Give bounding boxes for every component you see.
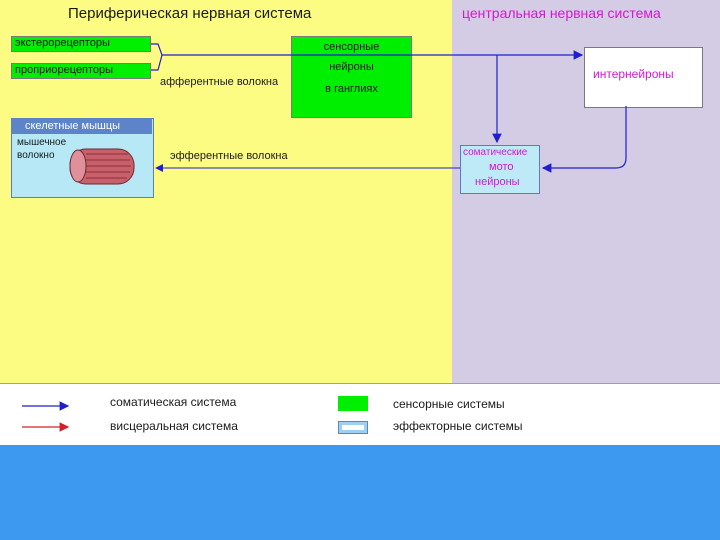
muscle-fiber-icon bbox=[70, 149, 134, 184]
legend-sensory-swatch bbox=[338, 396, 368, 411]
legend-sensory-label: сенсорные системы bbox=[393, 398, 505, 411]
legend-effector-swatch bbox=[338, 421, 368, 434]
legend-effector-label: эффекторные системы bbox=[393, 420, 523, 433]
receptor-brace bbox=[151, 44, 162, 70]
interneuron-motor-arrow bbox=[543, 106, 626, 168]
legend-somatic-label: соматическая система bbox=[110, 396, 236, 409]
legend-visceral-label: висцеральная система bbox=[110, 420, 238, 433]
